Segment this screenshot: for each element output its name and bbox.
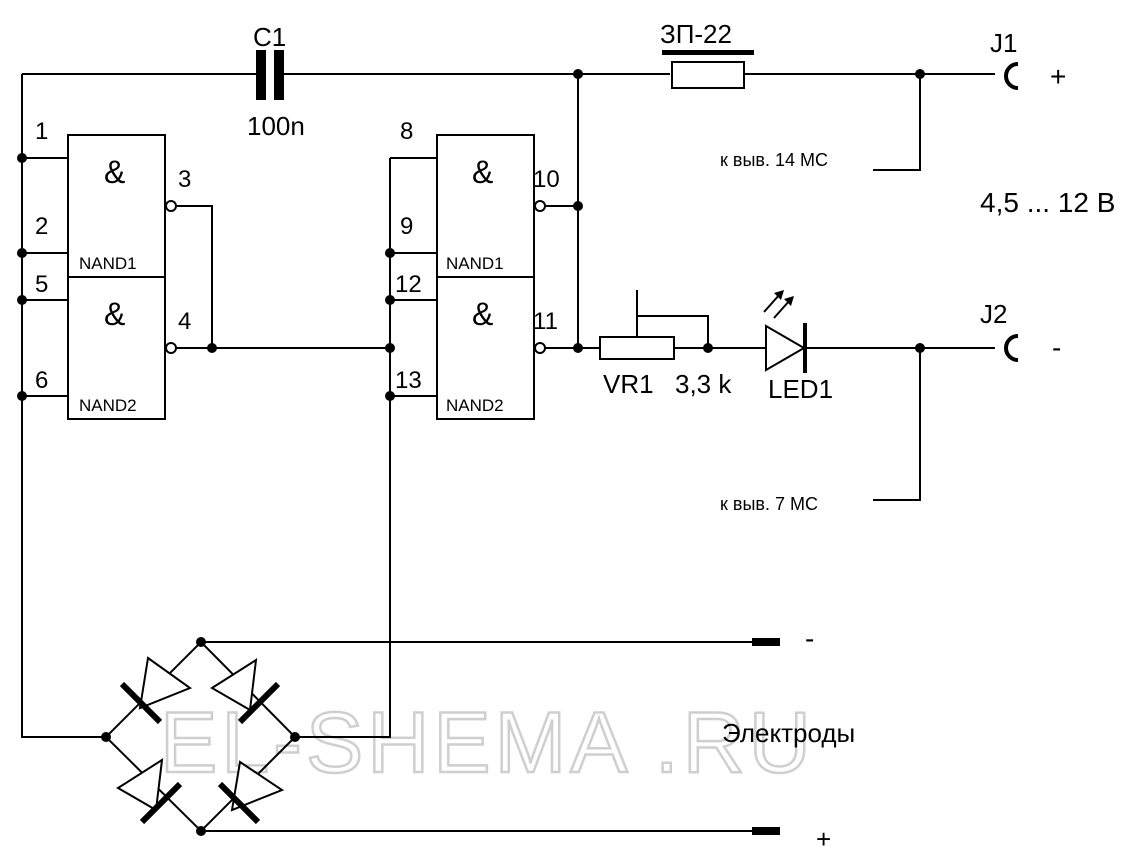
gate-name: NAND2 [446, 396, 504, 415]
node-dot [290, 732, 300, 742]
note-pin14: к выв. 14 МС [720, 150, 828, 170]
pot-value: 3,3 k [675, 369, 732, 399]
diode-bridge [104, 640, 297, 833]
pin-label: 4 [178, 308, 191, 335]
node-dot [385, 343, 395, 353]
inverter-bubble [165, 200, 177, 212]
wire-pin7 [873, 348, 921, 501]
electrode-minus-sign: - [805, 623, 814, 654]
pin-label: 11 [533, 308, 558, 335]
node-dot [703, 343, 713, 353]
j2-sign: - [1052, 332, 1061, 363]
node-dot [573, 343, 583, 353]
node-dot [573, 201, 583, 211]
pin-label: 9 [400, 213, 413, 240]
pin-label: 1 [35, 118, 48, 145]
pin-label: 12 [395, 271, 422, 298]
connector-j2 [1004, 334, 1019, 362]
supply-voltage: 4,5 ... 12 В [980, 187, 1115, 218]
electrode-plus-sign: + [816, 824, 831, 854]
and-symbol: & [472, 296, 493, 332]
inverter-bubble [165, 342, 177, 354]
pin-label: 8 [400, 118, 413, 145]
pin-label: 3 [178, 166, 191, 193]
electrode-minus [752, 638, 780, 646]
gate-name: NAND2 [79, 396, 137, 415]
led-icon [763, 290, 995, 373]
node-dot [385, 295, 395, 305]
pin-label: 6 [35, 367, 48, 394]
pin-label: 10 [533, 166, 560, 193]
j1-ref: J1 [990, 28, 1017, 58]
gate-name: NAND1 [79, 254, 137, 273]
inverter-bubble [534, 342, 546, 354]
gate-right-bottom [436, 276, 535, 420]
capacitor-c1 [250, 50, 286, 100]
gate-name: NAND1 [446, 254, 504, 273]
gate-left-top [67, 134, 166, 278]
wire-right-bus [295, 158, 391, 738]
node-dot [17, 391, 27, 401]
piezo-buzzer [662, 50, 754, 89]
potentiometer-vr1 [599, 290, 765, 360]
pin-label: 13 [395, 367, 422, 394]
pin-label: 5 [35, 271, 48, 298]
pin-label: 2 [35, 213, 48, 240]
electrodes-label: Электроды [722, 718, 855, 748]
and-symbol: & [104, 154, 125, 190]
node-dot [17, 153, 27, 163]
node-dot [17, 295, 27, 305]
node-dot [385, 248, 395, 258]
node-dot [207, 343, 217, 353]
node-dot [385, 391, 395, 401]
capacitor-ref: C1 [253, 22, 286, 52]
pot-ref: VR1 [603, 369, 654, 399]
inverter-bubble [534, 200, 546, 212]
capacitor-value: 100n [247, 111, 305, 141]
note-pin7: к выв. 7 МС [720, 494, 818, 514]
electrode-plus [752, 827, 780, 835]
gate-left-bottom [67, 276, 166, 420]
connector-j1 [1004, 62, 1019, 90]
node-dot [101, 732, 111, 742]
piezo-ref: ЗП-22 [660, 19, 732, 49]
wire-pin3 [176, 205, 213, 348]
j2-ref: J2 [980, 299, 1007, 329]
and-symbol: & [104, 296, 125, 332]
j1-sign: + [1050, 61, 1066, 92]
wire-pin14 [873, 74, 921, 171]
led-ref: LED1 [768, 374, 833, 404]
node-dot [17, 248, 27, 258]
and-symbol: & [472, 154, 493, 190]
